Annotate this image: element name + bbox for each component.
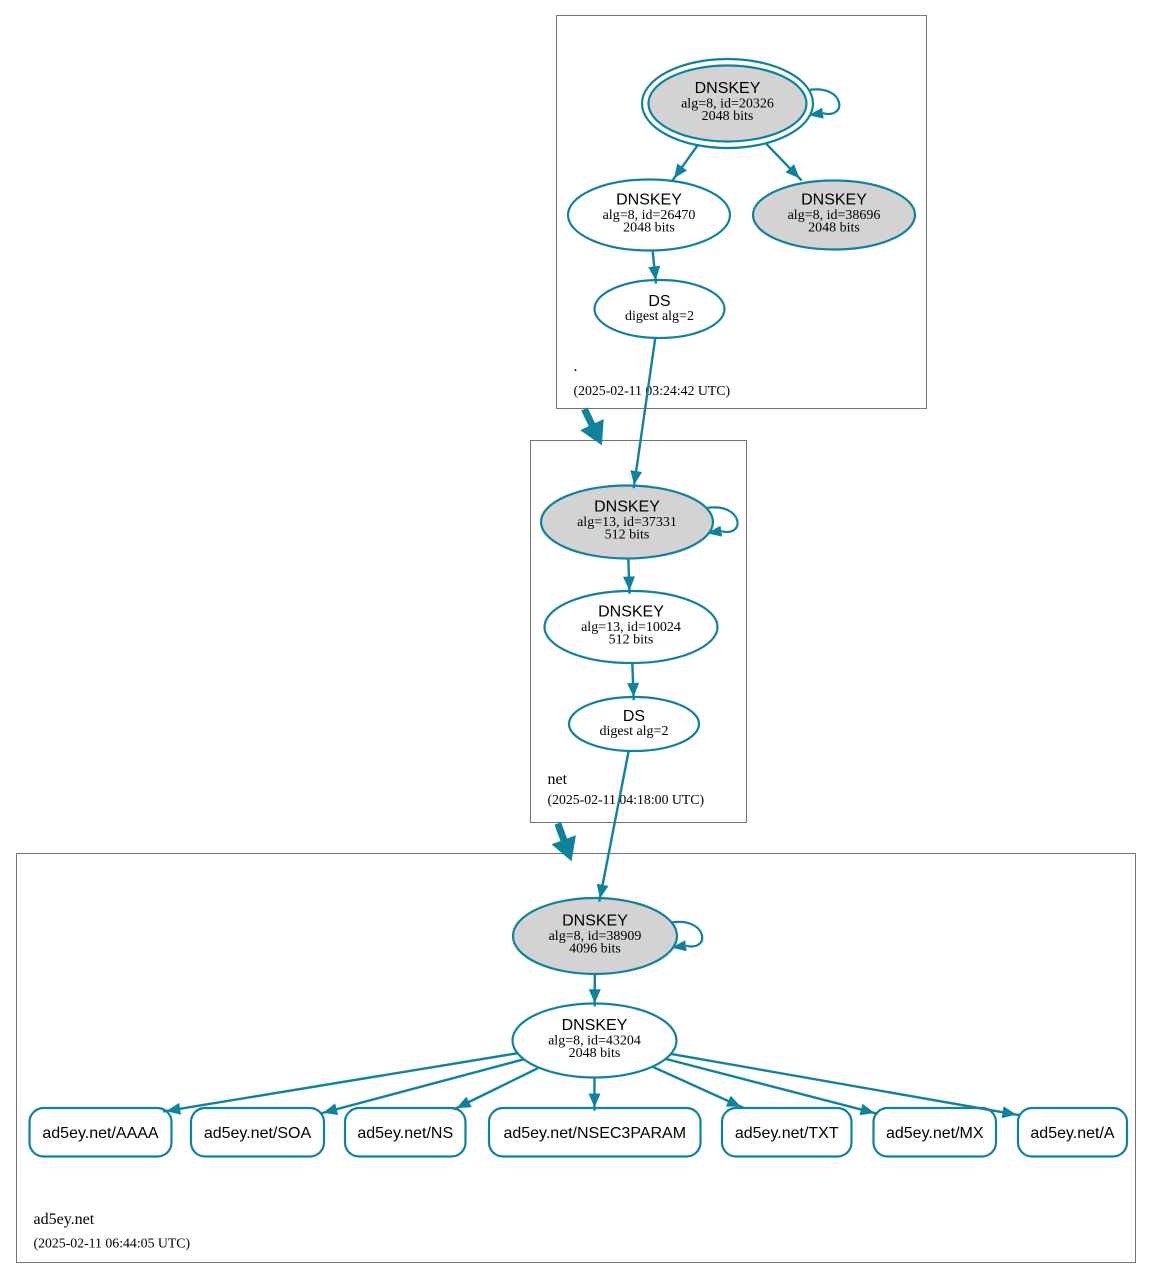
svg-text:ad5ey.net/NS: ad5ey.net/NS (357, 1125, 453, 1142)
svg-text:2048 bits: 2048 bits (623, 221, 675, 236)
svg-text:ad5ey.net/SOA: ad5ey.net/SOA (204, 1125, 312, 1142)
svg-text:(2025-02-11 03:24:42 UTC): (2025-02-11 03:24:42 UTC) (574, 383, 731, 399)
svg-text:2048 bits: 2048 bits (808, 221, 860, 236)
svg-text:2048 bits: 2048 bits (569, 1046, 621, 1061)
svg-text:ad5ey.net/A: ad5ey.net/A (1030, 1125, 1115, 1142)
svg-text:512 bits: 512 bits (609, 633, 654, 648)
svg-text:2048 bits: 2048 bits (702, 109, 754, 124)
svg-text:ad5ey.net/NSEC3PARAM: ad5ey.net/NSEC3PARAM (503, 1125, 686, 1142)
svg-text:ad5ey.net/MX: ad5ey.net/MX (886, 1125, 984, 1142)
svg-text:DNSKEY: DNSKEY (695, 80, 761, 97)
svg-text:DS: DS (623, 708, 645, 725)
svg-text:digest alg=2: digest alg=2 (625, 309, 694, 324)
svg-text:DNSKEY: DNSKEY (562, 913, 628, 930)
svg-text:DS: DS (648, 293, 670, 310)
svg-text:DNSKEY: DNSKEY (616, 192, 682, 209)
svg-text:ad5ey.net: ad5ey.net (34, 1211, 95, 1228)
svg-text:DNSKEY: DNSKEY (594, 499, 660, 516)
svg-text:digest alg=2: digest alg=2 (600, 724, 669, 739)
svg-text:4096 bits: 4096 bits (569, 942, 621, 957)
svg-text:.: . (574, 358, 578, 375)
svg-text:DNSKEY: DNSKEY (598, 604, 664, 621)
svg-text:net: net (548, 771, 568, 788)
svg-text:512 bits: 512 bits (605, 528, 650, 543)
svg-text:ad5ey.net/TXT: ad5ey.net/TXT (735, 1125, 839, 1142)
svg-text:(2025-02-11 04:18:00 UTC): (2025-02-11 04:18:00 UTC) (548, 792, 705, 808)
svg-text:DNSKEY: DNSKEY (562, 1017, 628, 1034)
svg-text:DNSKEY: DNSKEY (801, 192, 867, 209)
svg-text:(2025-02-11 06:44:05 UTC): (2025-02-11 06:44:05 UTC) (34, 1236, 191, 1252)
svg-text:ad5ey.net/AAAA: ad5ey.net/AAAA (42, 1125, 159, 1142)
